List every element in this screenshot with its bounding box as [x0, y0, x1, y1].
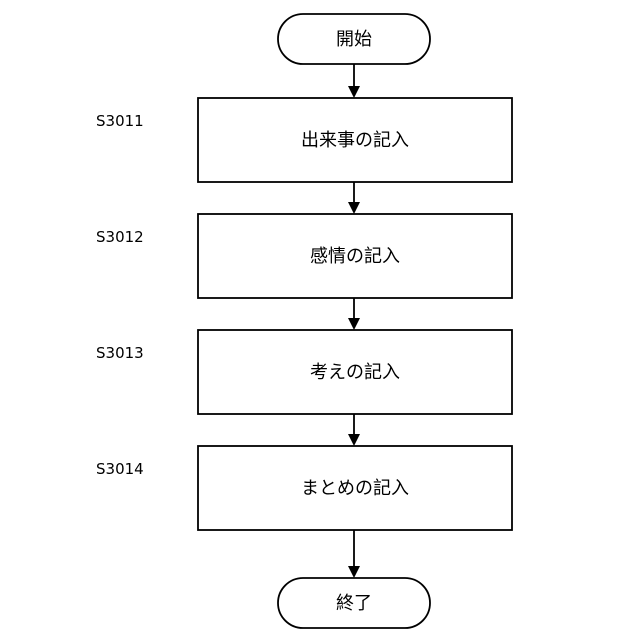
step-3: S3013 考えの記入	[96, 330, 512, 414]
step-3-label: 考えの記入	[310, 362, 400, 383]
step-1-label: 出来事の記入	[301, 130, 409, 151]
arrow-step-1-to-step-2	[348, 182, 360, 214]
arrow-start-to-step-1	[348, 64, 360, 98]
arrow-step-4-to-end	[348, 530, 360, 578]
arrow-step-2-to-step-3	[348, 298, 360, 330]
end-node: 終了	[278, 578, 430, 628]
step-2-id: S3012	[96, 228, 144, 246]
step-2-label: 感情の記入	[310, 246, 400, 267]
step-4-label: まとめの記入	[301, 478, 409, 499]
step-1: S3011 出来事の記入	[96, 98, 512, 182]
step-3-id: S3013	[96, 344, 144, 362]
step-2: S3012 感情の記入	[96, 214, 512, 298]
end-label: 終了	[336, 593, 372, 614]
step-1-id: S3011	[96, 112, 144, 130]
start-node: 開始	[278, 14, 430, 64]
step-4: S3014 まとめの記入	[96, 446, 512, 530]
start-label: 開始	[336, 29, 372, 50]
arrow-step-3-to-step-4	[348, 414, 360, 446]
step-4-id: S3014	[96, 460, 144, 478]
